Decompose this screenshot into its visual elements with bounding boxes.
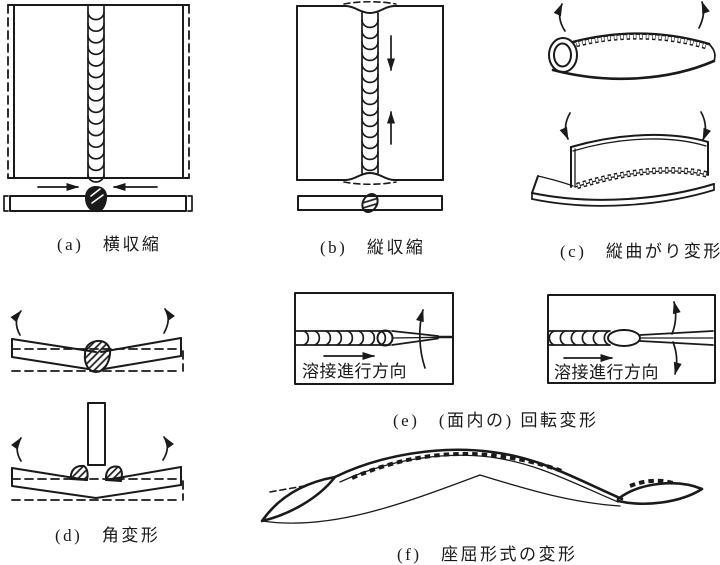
weld-pool — [607, 329, 641, 347]
buckled-plate — [260, 448, 704, 524]
weld-bead-row — [575, 33, 707, 50]
weld-seam — [361, 12, 379, 174]
rotation-arrow-icon — [416, 309, 426, 369]
weld-line — [351, 451, 563, 480]
weld-seam — [87, 4, 105, 183]
cross-section-bar — [3, 186, 193, 213]
diagram-b-longitudinal-shrinkage — [296, 0, 444, 214]
arrow-up-icon — [698, 1, 710, 29]
fillet-weld-right — [104, 465, 123, 482]
cross-section-bar — [297, 192, 443, 214]
diagram-e-rotational-distortion: 溶接進行方向 溶接進行方向 — [294, 292, 716, 385]
arrow-up-icon — [162, 436, 174, 461]
panel-gap-closing: 溶接進行方向 — [294, 292, 454, 385]
butt-joint-assembly — [10, 308, 184, 373]
caption-e: (e) (面内の) 回転変形 — [393, 411, 599, 430]
rotation-arrow-up-icon — [671, 301, 681, 335]
vertical-stiffener-plate — [87, 402, 106, 466]
weld-line — [629, 478, 677, 488]
diagram-d-angular-distortion — [10, 308, 184, 501]
panel-gap-opening: 溶接進行方向 — [547, 294, 716, 384]
rotation-arrow-down-icon — [672, 341, 682, 375]
left-fold — [260, 475, 337, 523]
weld-seam — [548, 330, 610, 346]
arrow-up-icon — [11, 437, 22, 462]
bent-tube — [548, 1, 716, 81]
arrow-up-icon — [553, 3, 566, 32]
weld-nugget — [83, 339, 112, 373]
caption-c: (c) 縦曲がり変形 — [560, 242, 720, 261]
arrow-up-icon — [10, 310, 22, 336]
weld-nugget — [361, 192, 379, 214]
diagram-c-longitudinal-bending — [531, 1, 716, 207]
caption-a: (a) 横収縮 — [57, 235, 162, 254]
weld-direction-label: 溶接進行方向 — [302, 362, 407, 381]
plate-outline — [296, 0, 444, 186]
weld-direction-label: 溶接進行方向 — [554, 363, 659, 382]
arrow-down-icon — [559, 112, 571, 140]
weld-seam — [303, 330, 387, 346]
fillet-weld-bead-row — [576, 167, 710, 190]
fillet-weld-left — [69, 464, 89, 481]
diagram-a-transverse-shrinkage — [3, 4, 193, 213]
plate-outline — [7, 4, 190, 179]
arrow-down-icon — [700, 111, 711, 141]
caption-d: (d) 角変形 — [55, 526, 161, 545]
caption-b: (b) 縦収縮 — [320, 238, 426, 257]
tee-joint-assembly — [11, 402, 184, 501]
right-fold — [616, 482, 704, 505]
caption-f: (f) 座屈形式の変形 — [397, 545, 578, 564]
arrow-up-icon — [163, 308, 175, 334]
bent-tee-beam — [531, 111, 715, 207]
diagram-f-buckling-distortion — [260, 448, 704, 524]
